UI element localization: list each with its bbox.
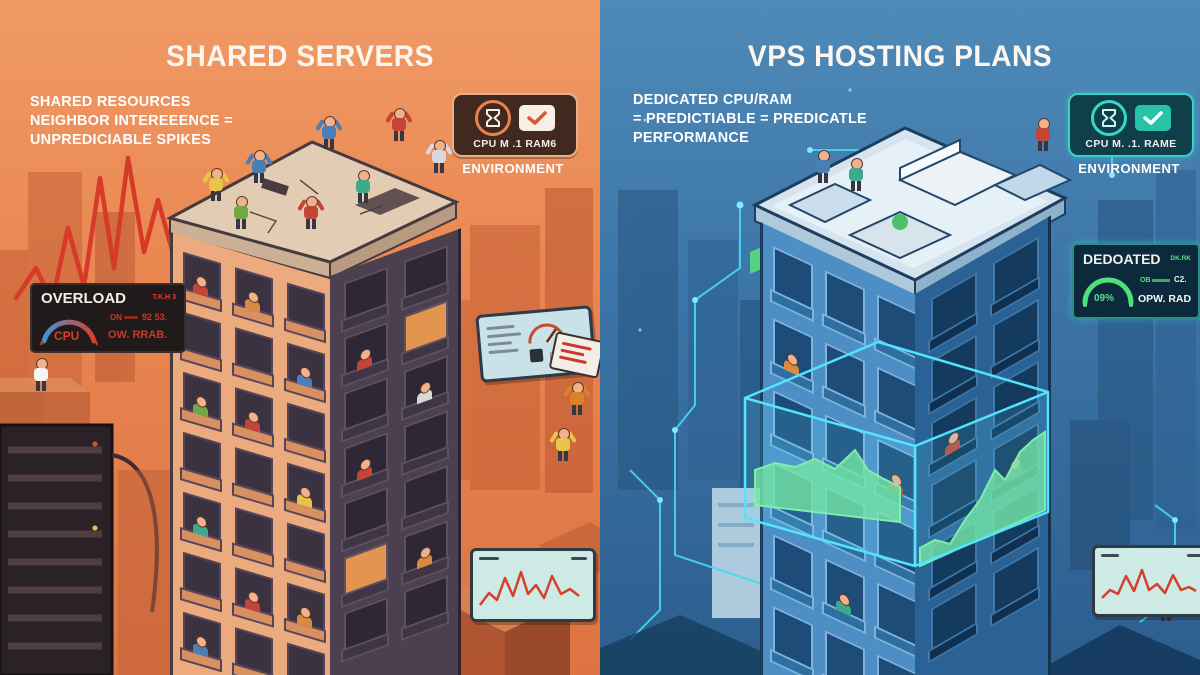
left-caption: SHARED RESOURCES NEIGHBOR INTEREEENCE = … — [30, 92, 308, 150]
overload-row2: OW. RRAB. — [108, 329, 168, 341]
window — [287, 642, 325, 675]
spike-chart — [1101, 568, 1197, 599]
hourglass-icon — [475, 100, 511, 136]
shared-servers-panel: SHARED SERVERS SHARED RESOURCES NEIGHBOR… — [0, 0, 600, 675]
person-figure — [845, 158, 867, 192]
dedicated-row1-right: C2. — [1174, 275, 1187, 284]
caption-line: PERFORMANCE — [633, 129, 749, 147]
overload-panel: OVERLOAD T.K.H 3 CPU ON 92 53. OW. RRAB. — [30, 283, 186, 353]
person-figure — [352, 170, 374, 204]
check-icon — [519, 105, 555, 131]
environment-label-left: ENVIRONMENT — [462, 161, 564, 176]
person-figure — [230, 196, 252, 230]
dedicated-title: DEDOATED — [1083, 251, 1161, 267]
check-icon — [1135, 105, 1171, 131]
dedicated-row2: OPW. RAD — [1138, 293, 1192, 305]
person-figure — [425, 140, 453, 174]
window — [825, 630, 865, 675]
caption-line: = PREDICTIABLE = PREDICATLE — [633, 110, 867, 128]
hourglass-icon — [1091, 100, 1127, 136]
overload-title: OVERLOAD — [41, 290, 127, 307]
shared-building-right-face — [330, 228, 461, 675]
person-figure — [245, 150, 273, 184]
overload-code: T.K.H 3 — [152, 294, 176, 301]
dedicated-row1-left: OB — [1140, 277, 1151, 284]
dedicated-panel: DEDOATED DK.RK 09% OB C2. OPW. RAD — [1072, 243, 1200, 319]
caption-line: SHARED RESOURCES — [30, 93, 191, 110]
person-figure — [315, 116, 343, 150]
person-figure — [812, 150, 834, 184]
person-figure — [297, 196, 325, 230]
spike-chart-monitor — [1092, 545, 1200, 617]
gauge-label-percent: 09% — [1094, 293, 1115, 304]
caption-line: DEDICATED CPU/RAM — [633, 91, 793, 108]
right-caption: DEDICATED CPU/RAM = PREDICTIABLE = PREDI… — [633, 90, 911, 148]
person-figure — [30, 358, 52, 392]
person-figure — [202, 168, 230, 202]
badge-label: CPU M. .1. RAME — [1085, 138, 1177, 150]
overload-row1-left: ON — [110, 313, 122, 322]
vps-building-left-face — [760, 222, 918, 675]
shared-building-left-face — [170, 232, 333, 675]
cpu-ram-badge-left: CPU M .1 RAM6 — [452, 93, 578, 157]
spike-chart-monitor — [470, 548, 596, 622]
person-figure — [385, 108, 413, 142]
vps-hosting-panel: VPS HOSTING PLANS DEDICATED CPU/RAM = PR… — [600, 0, 1200, 675]
person-figure — [563, 382, 591, 416]
person-figure — [549, 428, 577, 462]
spike-chart — [479, 570, 580, 606]
server-rack — [0, 423, 159, 675]
caption-line: UNPREDICIABLE SPIKES — [30, 131, 211, 149]
left-title: SHARED SERVERS — [166, 40, 434, 74]
caption-line: NEIGHBOR INTEREEENCE = — [30, 112, 233, 130]
person-figure — [1032, 118, 1054, 152]
badge-label: CPU M .1 RAM6 — [473, 138, 557, 150]
right-title: VPS HOSTING PLANS — [747, 40, 1053, 74]
gauge-label-cpu: CPU — [54, 329, 80, 343]
dedicated-code: DK.RK — [1170, 255, 1191, 262]
overload-row1-right: 92 53. — [142, 312, 168, 322]
cpu-ram-badge-right: CPU M. .1. RAME — [1068, 93, 1194, 157]
window — [877, 654, 917, 675]
environment-label-right: ENVIRONMENT — [1078, 161, 1180, 176]
vps-building-right-face — [915, 215, 1051, 675]
